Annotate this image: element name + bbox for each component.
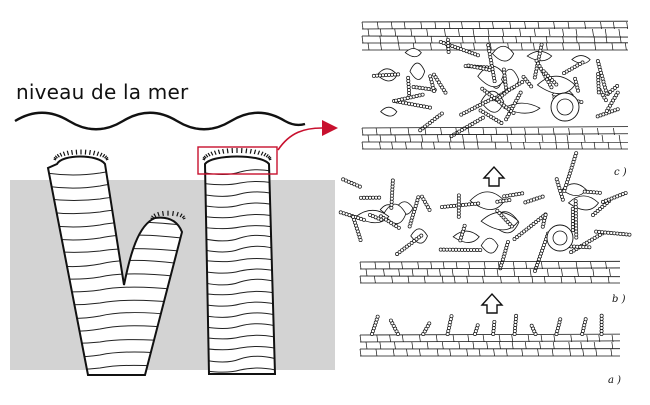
growth-arrow-lower bbox=[480, 292, 504, 314]
panel-label-a: a ) bbox=[608, 375, 622, 386]
microscopic-layer-b bbox=[338, 151, 632, 284]
panel-label-b: b ) bbox=[612, 294, 626, 305]
sea-level-label: niveau de la mer bbox=[16, 80, 189, 104]
panel-label-c: c ) bbox=[614, 167, 627, 178]
microscopic-layer-a bbox=[359, 313, 621, 357]
microbial-fringe bbox=[53, 147, 272, 220]
zoom-arrow-head bbox=[322, 120, 338, 136]
microscopic-layer-c bbox=[361, 20, 629, 150]
sea-level-wave bbox=[14, 111, 306, 131]
growth-arrow-upper bbox=[482, 165, 506, 187]
straight-stromatolite-column bbox=[203, 155, 277, 375]
zoom-arrow-line bbox=[277, 127, 323, 151]
highlight-box bbox=[197, 146, 278, 175]
